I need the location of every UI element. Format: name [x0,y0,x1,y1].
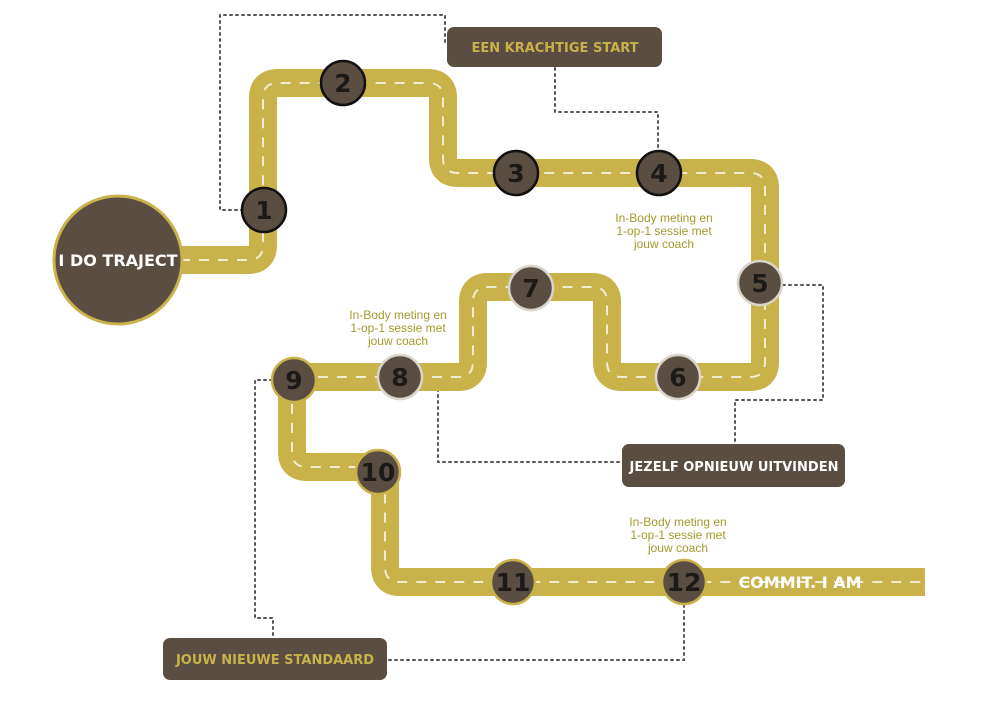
connector-phase1-to-4 [554,67,659,151]
milestone-number: 2 [334,69,351,98]
milestone-6: 6 [654,353,702,401]
milestone-circle [736,259,784,307]
note-line: 1-op-1 sessie met [630,528,726,542]
note-line: In-Body meting en [629,515,726,529]
start-label: I DO TRAJECT [58,251,177,270]
note-line: 1-op-1 sessie met [350,321,446,335]
milestone-9: 9 [270,356,318,404]
note-line: jouw coach [367,334,428,348]
milestone-2: 2 [319,59,367,107]
note-line: In-Body meting en [615,211,712,225]
note-line: jouw coach [647,541,708,555]
phase-sign-box [447,27,662,67]
milestone-circle [660,558,708,606]
note-line: jouw coach [633,237,694,251]
start-node: I DO TRAJECT [52,194,184,326]
milestone-circle [240,186,288,234]
milestone-number: 11 [496,568,531,597]
phase-sign-box [622,444,845,487]
note-near-8: In-Body meting en 1-op-1 sessie met jouw… [349,308,446,348]
road [180,69,925,596]
end-label: COMMIT. I AM [738,573,861,592]
note-above-12: In-Body meting en 1-op-1 sessie met jouw… [629,515,726,555]
phase-sign-2: JEZELF OPNIEUW UITVINDEN [622,444,845,487]
note-line: 1-op-1 sessie met [616,224,712,238]
milestone-circle [489,558,537,606]
milestone-number: 3 [507,159,524,188]
milestone-number: 12 [667,568,702,597]
milestone-circle [319,59,367,107]
milestones: 1 2 3 4 5 6 7 8 [240,59,784,606]
milestone-7: 7 [507,264,555,312]
connector-9-to-phase3 [254,379,274,638]
milestone-circle [492,149,540,197]
milestone-4: 4 [635,149,683,197]
milestone-number: 7 [522,274,539,303]
phase-sign-label: EEN KRACHTIGE START [471,41,638,56]
milestone-12: 12 [660,558,708,606]
milestone-number: 9 [285,366,302,395]
milestone-3: 3 [492,149,540,197]
milestone-number: 1 [255,196,272,225]
connector-5-to-phase2 [734,284,824,444]
milestone-number: 10 [361,458,396,487]
milestone-circle [635,149,683,197]
milestone-number: 4 [650,159,667,188]
start-circle [52,194,184,326]
milestone-number: 5 [751,269,768,298]
note-line: In-Body meting en [349,308,446,322]
milestone-5: 5 [736,259,784,307]
milestone-circle [270,356,318,404]
phase-sign-box [163,638,387,680]
phase-sign-3: JOUW NIEUWE STANDAARD [163,638,387,680]
connector-12-to-phase3 [387,604,685,661]
milestone-circle [654,353,702,401]
milestone-1: 1 [240,186,288,234]
note-after-4: In-Body meting en 1-op-1 sessie met jouw… [615,211,712,251]
connector-phase1-to-1 [219,14,446,211]
milestone-11: 11 [489,558,537,606]
phase-sign-label: JEZELF OPNIEUW UITVINDEN [629,460,839,475]
road-center-dashes [180,82,925,583]
milestone-circle [376,353,424,401]
milestone-number: 6 [669,363,686,392]
phase-sign-label: JOUW NIEUWE STANDAARD [175,653,374,668]
milestone-10: 10 [354,448,402,496]
milestone-circle [507,264,555,312]
phase-sign-1: EEN KRACHTIGE START [447,27,662,67]
milestone-circle [354,448,402,496]
milestone-number: 8 [391,363,408,392]
road-path [180,69,925,596]
milestone-8: 8 [376,353,424,401]
